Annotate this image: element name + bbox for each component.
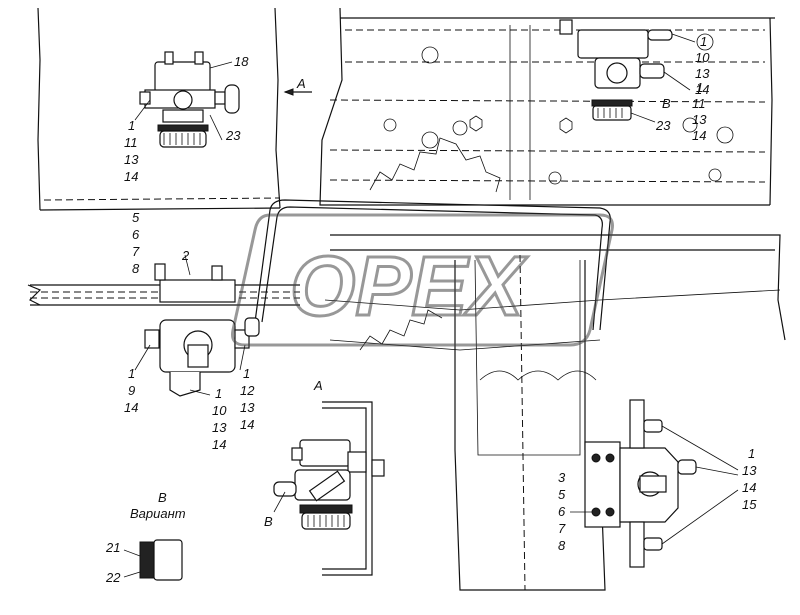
callout-ml-1r: 1 [243, 366, 250, 381]
valve-assembly-top-right [559, 19, 696, 123]
callout-ml-1l: 1 [128, 366, 135, 381]
valve-assembly-middle-left [134, 254, 260, 397]
frame-rail-top-left [37, 7, 281, 211]
view-arrow-a-label: A [296, 76, 306, 91]
label-tr-b: B [662, 96, 671, 111]
callouts-view-a: 18 1 11 13 14 23 [124, 54, 249, 184]
callout-tr-23: 23 [655, 118, 671, 133]
callout-tr-13a: 13 [695, 66, 710, 81]
variant-b-subtitle: Вариант [130, 506, 186, 521]
callout-br-14: 14 [742, 480, 756, 495]
callout-br-3: 3 [558, 470, 566, 485]
callout-tr-14a: 14 [695, 82, 709, 97]
callout-br-8: 8 [558, 538, 566, 553]
valve-assembly-view-a [134, 51, 240, 148]
callout-ml-10: 10 [212, 403, 227, 418]
callout-tr-11: 11 [692, 96, 706, 111]
callout-ml-9: 9 [128, 383, 135, 398]
callouts-middle-left: 5 6 7 8 2 1 9 14 1 12 13 14 1 10 13 14 [124, 210, 255, 452]
variant-b-title: B [158, 490, 167, 505]
detail-a: A B [264, 378, 385, 576]
callout-tr-1b: 1 [696, 80, 703, 95]
callout-ml-7: 7 [132, 244, 140, 259]
callout-br-13: 13 [742, 463, 757, 478]
callout-vb-21: 21 [105, 540, 120, 555]
callout-tr-14b: 14 [692, 128, 706, 143]
detail-a-title: A [313, 378, 323, 393]
callout-ml-14b: 14 [212, 437, 226, 452]
callout-ml-6: 6 [132, 227, 140, 242]
valve-assembly-bottom-right [584, 399, 739, 568]
callout-ml-13b: 13 [212, 420, 227, 435]
callout-br-15: 15 [742, 497, 757, 512]
callout-ml-14r: 14 [240, 417, 254, 432]
callout-ml-12: 12 [240, 383, 255, 398]
callout-ml-13r: 13 [240, 400, 255, 415]
callout-tr-10: 10 [695, 50, 710, 65]
callout-tr-13b: 13 [692, 112, 707, 127]
view-arrow-a: A [283, 76, 312, 96]
callout-ml-14l: 14 [124, 400, 138, 415]
callout-br-5: 5 [558, 487, 566, 502]
variant-b: B Вариант 21 22 [105, 490, 186, 585]
callout-br-7: 7 [558, 521, 566, 536]
callout-br-1: 1 [748, 446, 755, 461]
callout-13: 13 [124, 152, 139, 167]
frame-rail-top-right [319, 7, 775, 206]
watermark-logo: OPEX [231, 213, 614, 347]
callout-br-6: 6 [558, 504, 566, 519]
callout-11: 11 [124, 135, 138, 150]
callouts-bottom-right: 3 5 6 7 8 1 13 14 15 [558, 446, 757, 553]
callout-23: 23 [225, 128, 241, 143]
watermark-text: OPEX [290, 239, 528, 333]
callout-1: 1 [128, 118, 135, 133]
callouts-top-right: 1 10 13 14 B 1 11 13 14 23 [655, 34, 710, 143]
callout-14: 14 [124, 169, 138, 184]
callout-tr-1a: 1 [700, 34, 707, 49]
callout-ml-2: 2 [181, 248, 190, 263]
callout-18: 18 [234, 54, 249, 69]
detail-a-label-b: B [264, 514, 273, 529]
callout-ml-5: 5 [132, 210, 140, 225]
callout-ml-1b: 1 [215, 386, 222, 401]
callout-ml-8: 8 [132, 261, 140, 276]
callout-vb-22: 22 [105, 570, 121, 585]
